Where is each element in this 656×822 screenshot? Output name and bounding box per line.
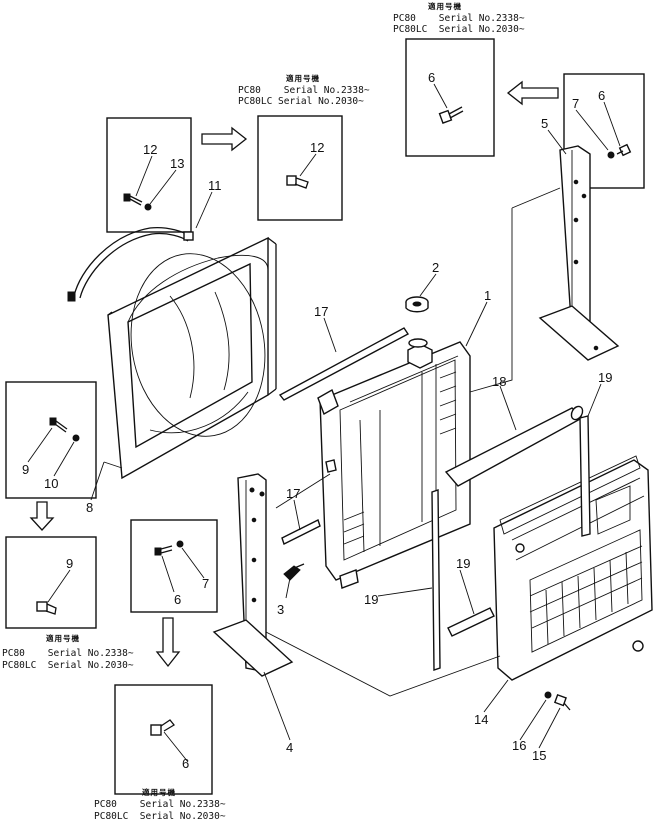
callout-12-new: 12 [310, 140, 324, 155]
arrow-down-icon [29, 501, 55, 531]
seal-19-lower [447, 607, 495, 637]
bracket-right [538, 145, 620, 361]
overflow-hose [67, 226, 194, 302]
callout-6-bottom: 6 [182, 756, 189, 771]
callout-6-top-right: 6 [428, 70, 435, 85]
arrow-left-icon [506, 80, 559, 106]
callout-1: 1 [484, 288, 491, 303]
note-line: PC80LC Serial No.2030~ [238, 96, 364, 107]
callout-9-new: 9 [66, 556, 73, 571]
bolt-icon [36, 601, 57, 615]
note-line: PC80 Serial No.2338~ [94, 799, 226, 810]
callout-6-right: 6 [598, 88, 605, 103]
callout-2: 2 [432, 260, 439, 275]
note-heading: 適用号機 [286, 73, 320, 83]
bolt-icon [123, 193, 152, 211]
callout-8: 8 [86, 500, 93, 515]
note-line: PC80 Serial No.2338~ [393, 13, 525, 24]
arrow-down-icon [155, 617, 181, 668]
bolt-icon [438, 106, 464, 124]
bolt-icon [150, 719, 175, 736]
detail-box-bottom-new [114, 684, 213, 795]
callout-5: 5 [541, 116, 548, 131]
callout-6-mid: 6 [174, 592, 181, 607]
detail-box-top-center-new [257, 115, 343, 221]
note-heading: 適用号機 [46, 633, 80, 643]
callout-19-right: 19 [598, 370, 612, 385]
drain-cock [283, 563, 305, 581]
callout-3: 3 [277, 602, 284, 617]
serial-note-top-right: 適用号機 PC80 Serial No.2338~ PC80LC Serial … [393, 1, 525, 35]
callout-15: 15 [532, 748, 546, 763]
note-line: PC80 Serial No.2338~ [238, 85, 370, 96]
bolt-icon [154, 540, 184, 556]
note-heading: 適用号機 [428, 1, 462, 11]
radiator-cap [405, 296, 429, 313]
seal-17-upper [278, 327, 410, 401]
callout-17-lower: 17 [286, 486, 300, 501]
detail-box-top-left-old [106, 117, 192, 233]
callout-leaders [27, 83, 621, 763]
radiator-cover [493, 455, 653, 681]
bolt-icon [544, 691, 571, 711]
callout-17-upper: 17 [314, 304, 328, 319]
callout-10: 10 [44, 476, 58, 491]
detail-box-mid-old [130, 519, 218, 613]
detail-box-top-right-new [405, 38, 495, 157]
seal-18 [444, 405, 584, 487]
seal-19-mid [431, 489, 441, 671]
bolt-icon [286, 175, 309, 189]
callout-14: 14 [474, 712, 488, 727]
callout-11: 11 [208, 178, 222, 193]
bolt-icon [607, 143, 632, 159]
bracket-left [212, 473, 294, 677]
assembly-line [265, 631, 501, 697]
serial-note-bottom: 適用号機 PC80 Serial No.2338~ PC80LC Serial … [94, 787, 226, 822]
callout-4: 4 [286, 740, 293, 755]
serial-note-top-center: 適用号機 PC80 Serial No.2338~ PC80LC Serial … [238, 73, 370, 107]
callout-7-right: 7 [572, 96, 579, 111]
seal-19-right [579, 415, 591, 537]
arrow-right-icon [201, 126, 248, 152]
note-line: PC80LC Serial No.2030~ [393, 24, 525, 35]
callout-16: 16 [512, 738, 526, 753]
note-heading: 適用号機 [142, 787, 176, 797]
callout-7-mid: 7 [202, 576, 209, 591]
callout-19-mid: 19 [364, 592, 378, 607]
callout-12-old: 12 [143, 142, 157, 157]
detail-box-left-new [5, 536, 97, 629]
note-line: PC80 Serial No.2338~ [2, 648, 134, 659]
seal-17-lower [281, 519, 321, 545]
serial-note-left: 適用号機 PC80 Serial No.2338~ PC80LC Serial … [2, 633, 134, 671]
assembly-line [275, 473, 331, 509]
callout-18: 18 [492, 374, 506, 389]
radiator-core [317, 338, 471, 589]
assembly-line [469, 187, 561, 393]
note-line: PC80LC Serial No.2030~ [2, 660, 134, 671]
bolt-icon [49, 417, 80, 442]
callout-9-left: 9 [22, 462, 29, 477]
note-line: PC80LC Serial No.2030~ [94, 811, 226, 822]
detail-box-left-old [5, 381, 97, 499]
assembly-line [103, 461, 123, 469]
fan-shroud [107, 236, 277, 480]
callout-13: 13 [170, 156, 184, 171]
callout-19-lower: 19 [456, 556, 470, 571]
